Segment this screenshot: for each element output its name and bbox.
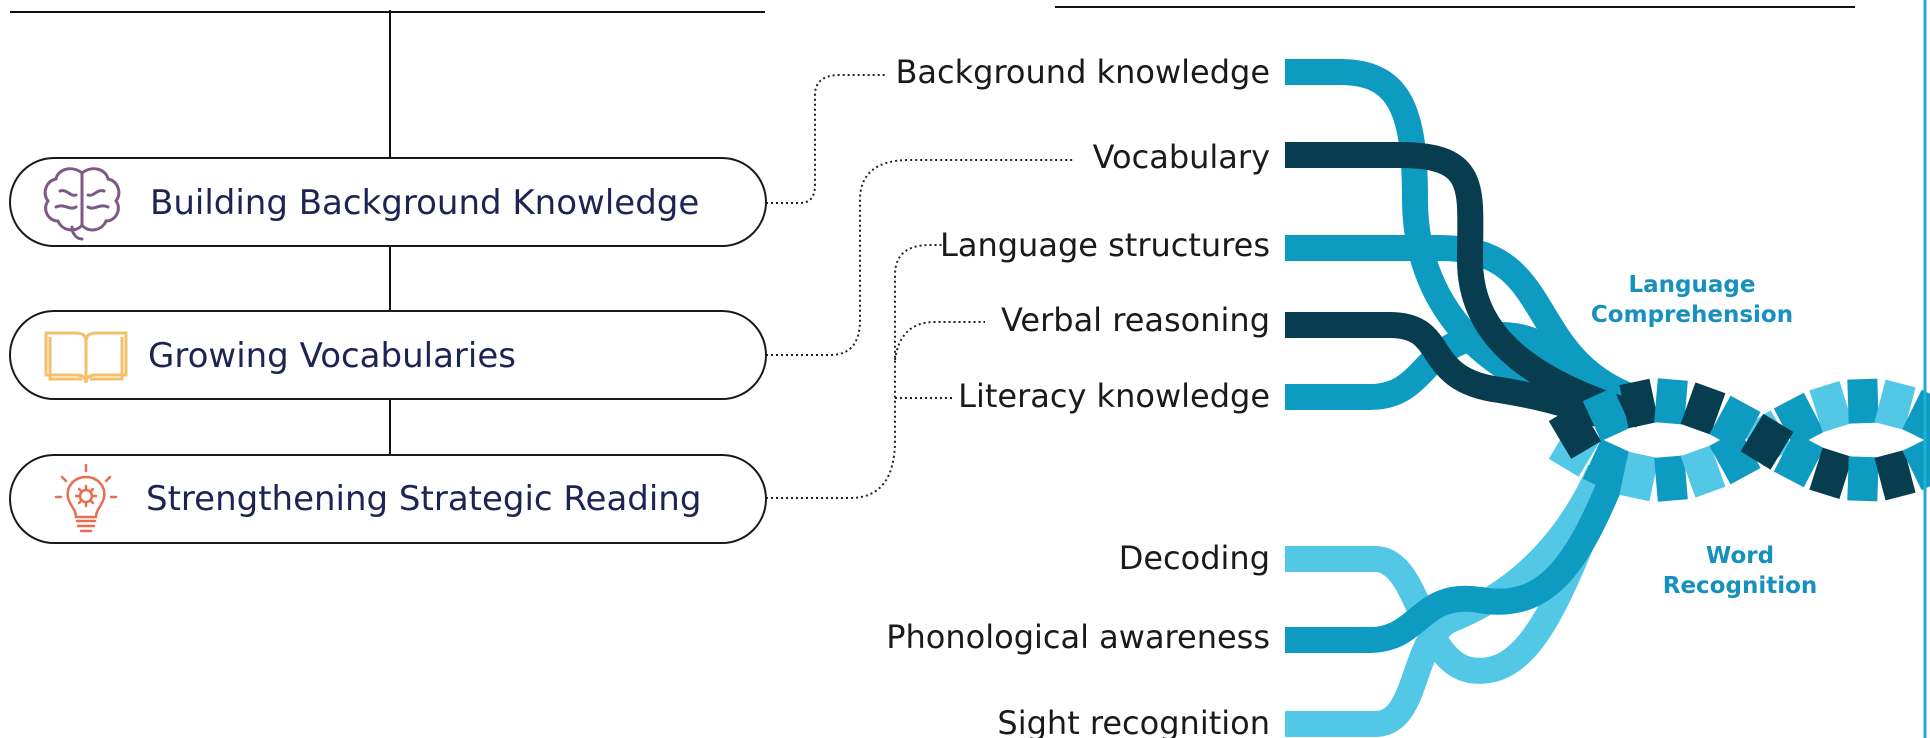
strand-label-phonological-awareness: Phonological awareness	[886, 618, 1270, 656]
braid-word-segment	[1619, 378, 1659, 429]
connector-strategic	[766, 244, 945, 499]
braid-word-segment	[1847, 456, 1879, 502]
strand-label-decoding: Decoding	[1119, 539, 1270, 577]
strand-background-knowledge	[1285, 59, 1603, 418]
pillar-background-knowledge: Building Background Knowledge	[9, 157, 767, 247]
pillar-label-background: Building Background Knowledge	[150, 183, 699, 223]
strand-label-literacy-knowledge: Literacy knowledge	[958, 377, 1270, 415]
braid-language-segment	[1773, 392, 1825, 448]
braid-language-segment	[1809, 380, 1853, 433]
strand-vocabulary	[1285, 142, 1644, 428]
braid-language-segment	[1582, 438, 1632, 493]
braid-word-segment	[1654, 378, 1688, 425]
rope-labels: Language Comprehension Word Recognition	[1591, 272, 1817, 599]
strand-label-vocabulary: Vocabulary	[1093, 138, 1270, 176]
braid-word-segment	[1582, 387, 1632, 442]
book-icon	[44, 331, 128, 384]
strand-labels: Background knowledge Vocabulary Language…	[886, 53, 1270, 738]
braid-word-segment	[1809, 447, 1853, 500]
rope-label-word-line2: Recognition	[1663, 573, 1818, 599]
braid-word-segment	[1548, 403, 1602, 459]
connector-verbal	[894, 321, 985, 361]
pillar-strategic-reading: Strengthening Strategic Reading	[9, 454, 767, 544]
strand-label-language-structures: Language structures	[940, 226, 1270, 264]
braid-word-segment	[1709, 395, 1761, 451]
rope-strands	[1285, 59, 1930, 737]
braid-word-segment	[1902, 437, 1930, 491]
braid-word-segment	[1740, 413, 1794, 470]
braid-language-segment	[1619, 451, 1659, 502]
pillar-growing-vocabularies: Growing Vocabularies	[9, 310, 767, 400]
braid-language-segment	[1874, 379, 1916, 430]
braid-language-segment	[1902, 389, 1930, 443]
rope-label-language-line1: Language	[1629, 272, 1756, 298]
braid-word-segment	[1680, 382, 1726, 435]
strand-phonological-awareness	[1285, 455, 1633, 653]
strand-label-sight-recognition: Sight recognition	[997, 704, 1270, 738]
strand-label-background-knowledge: Background knowledge	[895, 53, 1270, 91]
strand-label-verbal-reasoning: Verbal reasoning	[1001, 301, 1270, 339]
rope-label-word-line1: Word	[1706, 543, 1774, 569]
braid-word-segment	[1773, 432, 1825, 488]
braid-language-segment	[1847, 378, 1879, 424]
pillar-label-vocabularies: Growing Vocabularies	[148, 336, 516, 376]
rope-label-language-line2: Comprehension	[1591, 302, 1793, 328]
connector-vocabulary	[766, 159, 1075, 356]
connector-background	[766, 74, 885, 204]
braid-language-segment	[1654, 455, 1688, 502]
braid-word-segment	[1874, 450, 1916, 501]
braid-language-segment	[1680, 445, 1726, 498]
lightbulb-gear-icon	[54, 463, 118, 533]
dotted-connectors	[766, 74, 1075, 499]
strand-sight-recognition	[1285, 464, 1612, 737]
brain-icon	[43, 167, 121, 241]
pillar-label-strategic: Strengthening Strategic Reading	[146, 479, 701, 519]
